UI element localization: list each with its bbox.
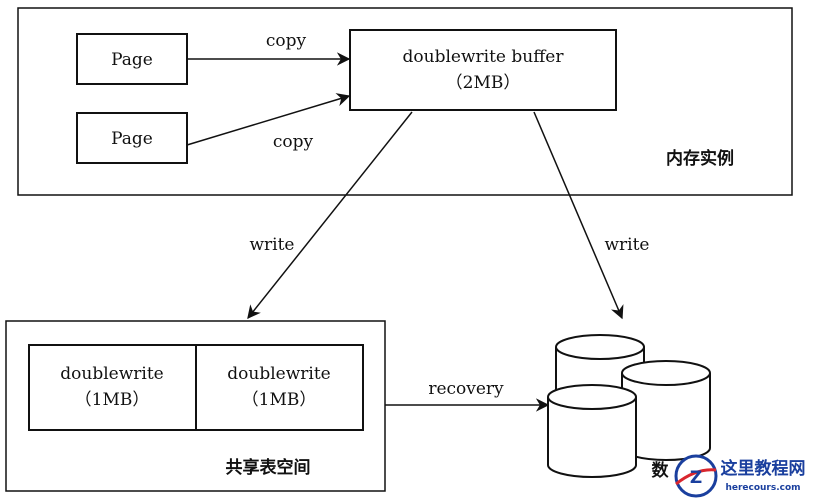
- write-label-1: write: [249, 235, 294, 255]
- watermark-logo-icon: [674, 454, 718, 498]
- page-box-1-label: Page: [111, 50, 153, 70]
- page-box-2: [76, 112, 188, 164]
- doublewrite-cell-2-size: （1MB）: [242, 390, 317, 410]
- copy-label-2: copy: [273, 132, 314, 152]
- copy-label-1: copy: [266, 31, 307, 51]
- page-box-2-label: Page: [111, 129, 153, 149]
- datafiles-label: 数: [652, 460, 670, 481]
- doublewrite-buffer-title: doublewrite buffer: [403, 47, 565, 67]
- doublewrite-buffer-box: [349, 29, 617, 111]
- doublewrite-cell-2: [195, 344, 364, 431]
- doublewrite-cell-1-title: doublewrite: [60, 364, 163, 384]
- copy-arrow-2: [186, 93, 351, 146]
- datafile-cylinder-front: [547, 384, 637, 478]
- watermark-logo-letter: Z: [690, 468, 702, 488]
- watermark-site-cn: 这里教程网: [721, 458, 806, 479]
- doublewrite-buffer-size: （2MB）: [446, 73, 521, 93]
- doublewrite-cell-1-size: （1MB）: [75, 390, 150, 410]
- watermark: Z 这里教程网 herecours.com: [674, 454, 806, 498]
- datafile-cylinder-right: [621, 360, 711, 461]
- memory-instance-label: 内存实例: [666, 148, 734, 169]
- write-arrow-to-shared: [247, 111, 413, 320]
- write-label-2: write: [604, 235, 649, 255]
- shared-tablespace-label: 共享表空间: [226, 457, 311, 478]
- recovery-label: recovery: [428, 379, 504, 399]
- watermark-site-en: herecours.com: [725, 483, 800, 493]
- doublewrite-cell-1: [28, 344, 197, 431]
- page-box-1: [76, 33, 188, 85]
- doublewrite-cell-2-title: doublewrite: [227, 364, 330, 384]
- write-arrow-to-datafiles: [533, 111, 624, 320]
